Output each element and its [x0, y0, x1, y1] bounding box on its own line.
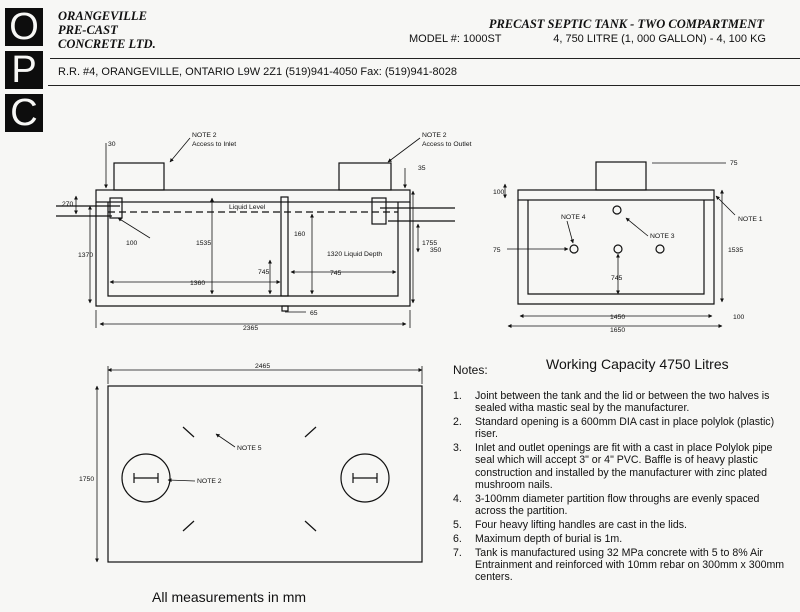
note-item: 5.Four heavy lifting handles are cast in… [453, 518, 687, 531]
company-name-line1: ORANGEVILLE [58, 9, 147, 23]
dim-350: 350 [430, 247, 442, 254]
measurements-note: All measurements in mm [152, 589, 307, 605]
end-view-lid [517, 189, 715, 201]
logo-letter-o: O [5, 8, 43, 46]
side-section-view [56, 162, 455, 312]
lifting-handle-3 [182, 520, 195, 532]
plan-dim-1750: 1750 [79, 476, 94, 483]
outlet-riser [338, 162, 392, 191]
tank-lid [95, 189, 411, 203]
partition-foot [281, 305, 289, 312]
plan-outlet-riser [340, 453, 390, 503]
drawing-title: PRECAST SEPTIC TANK - TWO COMPARTMENT [488, 17, 764, 31]
lifting-handle-2 [304, 426, 317, 438]
outlet-pipe [380, 207, 455, 222]
dim-30: 30 [108, 141, 116, 148]
end-view-riser [595, 161, 647, 191]
end-dim-1650: 1650 [610, 327, 625, 334]
plan-view [107, 385, 423, 563]
tank-capacity: 4, 750 LITRE (1, 000 GALLON) - 4, 100 KG [553, 33, 766, 45]
flow-through-2 [613, 244, 623, 254]
note3-label: NOTE 3 [650, 233, 675, 240]
inlet-riser [113, 162, 165, 191]
liquid-level-label: Liquid Level [229, 204, 266, 211]
dim-160: 160 [294, 231, 306, 238]
flow-through-1 [569, 244, 579, 254]
dim-270: 270 [62, 201, 74, 208]
dim-1755: 1755 [422, 240, 437, 247]
logo-letter-c: C [5, 94, 43, 132]
tank-partition [280, 196, 289, 297]
dim-1535: 1535 [196, 240, 211, 247]
header-rule [50, 58, 800, 59]
company-name-line3: CONCRETE LTD. [58, 37, 156, 51]
end-dim-100-top: 100 [493, 189, 505, 196]
note-item: 2.Standard opening is a 600mm DIA cast i… [453, 416, 775, 441]
company-name-line2: PRE-CAST [58, 23, 118, 37]
end-view-wall [517, 200, 715, 305]
note-item: 7.Tank is manufactured using 32 MPa conc… [453, 546, 785, 584]
dim-1360: 1360 [190, 280, 205, 287]
tank-inner-wall [107, 202, 399, 297]
outlet-opening [612, 205, 622, 215]
address-rule [48, 85, 800, 86]
tank-outer-wall [95, 202, 411, 307]
flow-through-3 [655, 244, 665, 254]
note1-label: NOTE 1 [738, 216, 763, 223]
dim-100: 100 [126, 240, 138, 247]
note-item: 1.Joint between the tank and the lid or … [453, 390, 770, 415]
outlet-baffle [371, 197, 387, 225]
end-dim-745: 745 [611, 275, 623, 282]
note4-label: NOTE 4 [561, 214, 586, 221]
note2-inlet-sub: Access to Inlet [192, 141, 236, 148]
dim-65: 65 [310, 310, 318, 317]
end-dim-1535: 1535 [728, 247, 743, 254]
note2-outlet-label: NOTE 2 [422, 132, 447, 139]
liquid-depth-label: 1320 Liquid Depth [327, 251, 382, 258]
end-view [517, 161, 715, 305]
model-number: MODEL #: 1000ST [409, 33, 502, 45]
plan-dim-2465: 2465 [255, 363, 270, 370]
working-capacity: Working Capacity 4750 Litres [546, 356, 729, 372]
dim-2365: 2365 [243, 325, 258, 332]
dim-35: 35 [418, 165, 426, 172]
plan-inlet-riser [121, 453, 171, 503]
end-dim-1450: 1450 [610, 314, 625, 321]
note-item: 3.Inlet and outlet openings are fit with… [453, 442, 773, 492]
dim-745-right: 745 [330, 270, 342, 277]
end-dim-75-left: 75 [493, 247, 501, 254]
dim-745-partition: 745 [258, 269, 270, 276]
plan-note2-label: NOTE 2 [197, 478, 222, 485]
note-item: 6.Maximum depth of burial is 1m. [453, 532, 623, 545]
dim-1370: 1370 [78, 252, 93, 259]
lifting-handle-4 [304, 520, 317, 532]
end-dim-100-bottom: 100 [733, 314, 745, 321]
inlet-baffle [109, 197, 123, 219]
note-item: 4.3-100mm diameter partition flow throug… [453, 492, 760, 518]
notes-list: 1.Joint between the tank and the lid or … [453, 390, 793, 585]
lifting-handle-1 [182, 426, 195, 438]
logo-letter-p: P [5, 51, 43, 89]
note5-label: NOTE 5 [237, 445, 262, 452]
note2-outlet-sub: Access to Outlet [422, 141, 472, 148]
note2-inlet-label: NOTE 2 [192, 132, 217, 139]
end-dim-75-top: 75 [730, 160, 738, 167]
notes-heading: Notes: [453, 363, 488, 377]
plan-tank-outline [107, 385, 423, 563]
company-address: R.R. #4, ORANGEVILLE, ONTARIO L9W 2Z1 (5… [58, 66, 458, 78]
